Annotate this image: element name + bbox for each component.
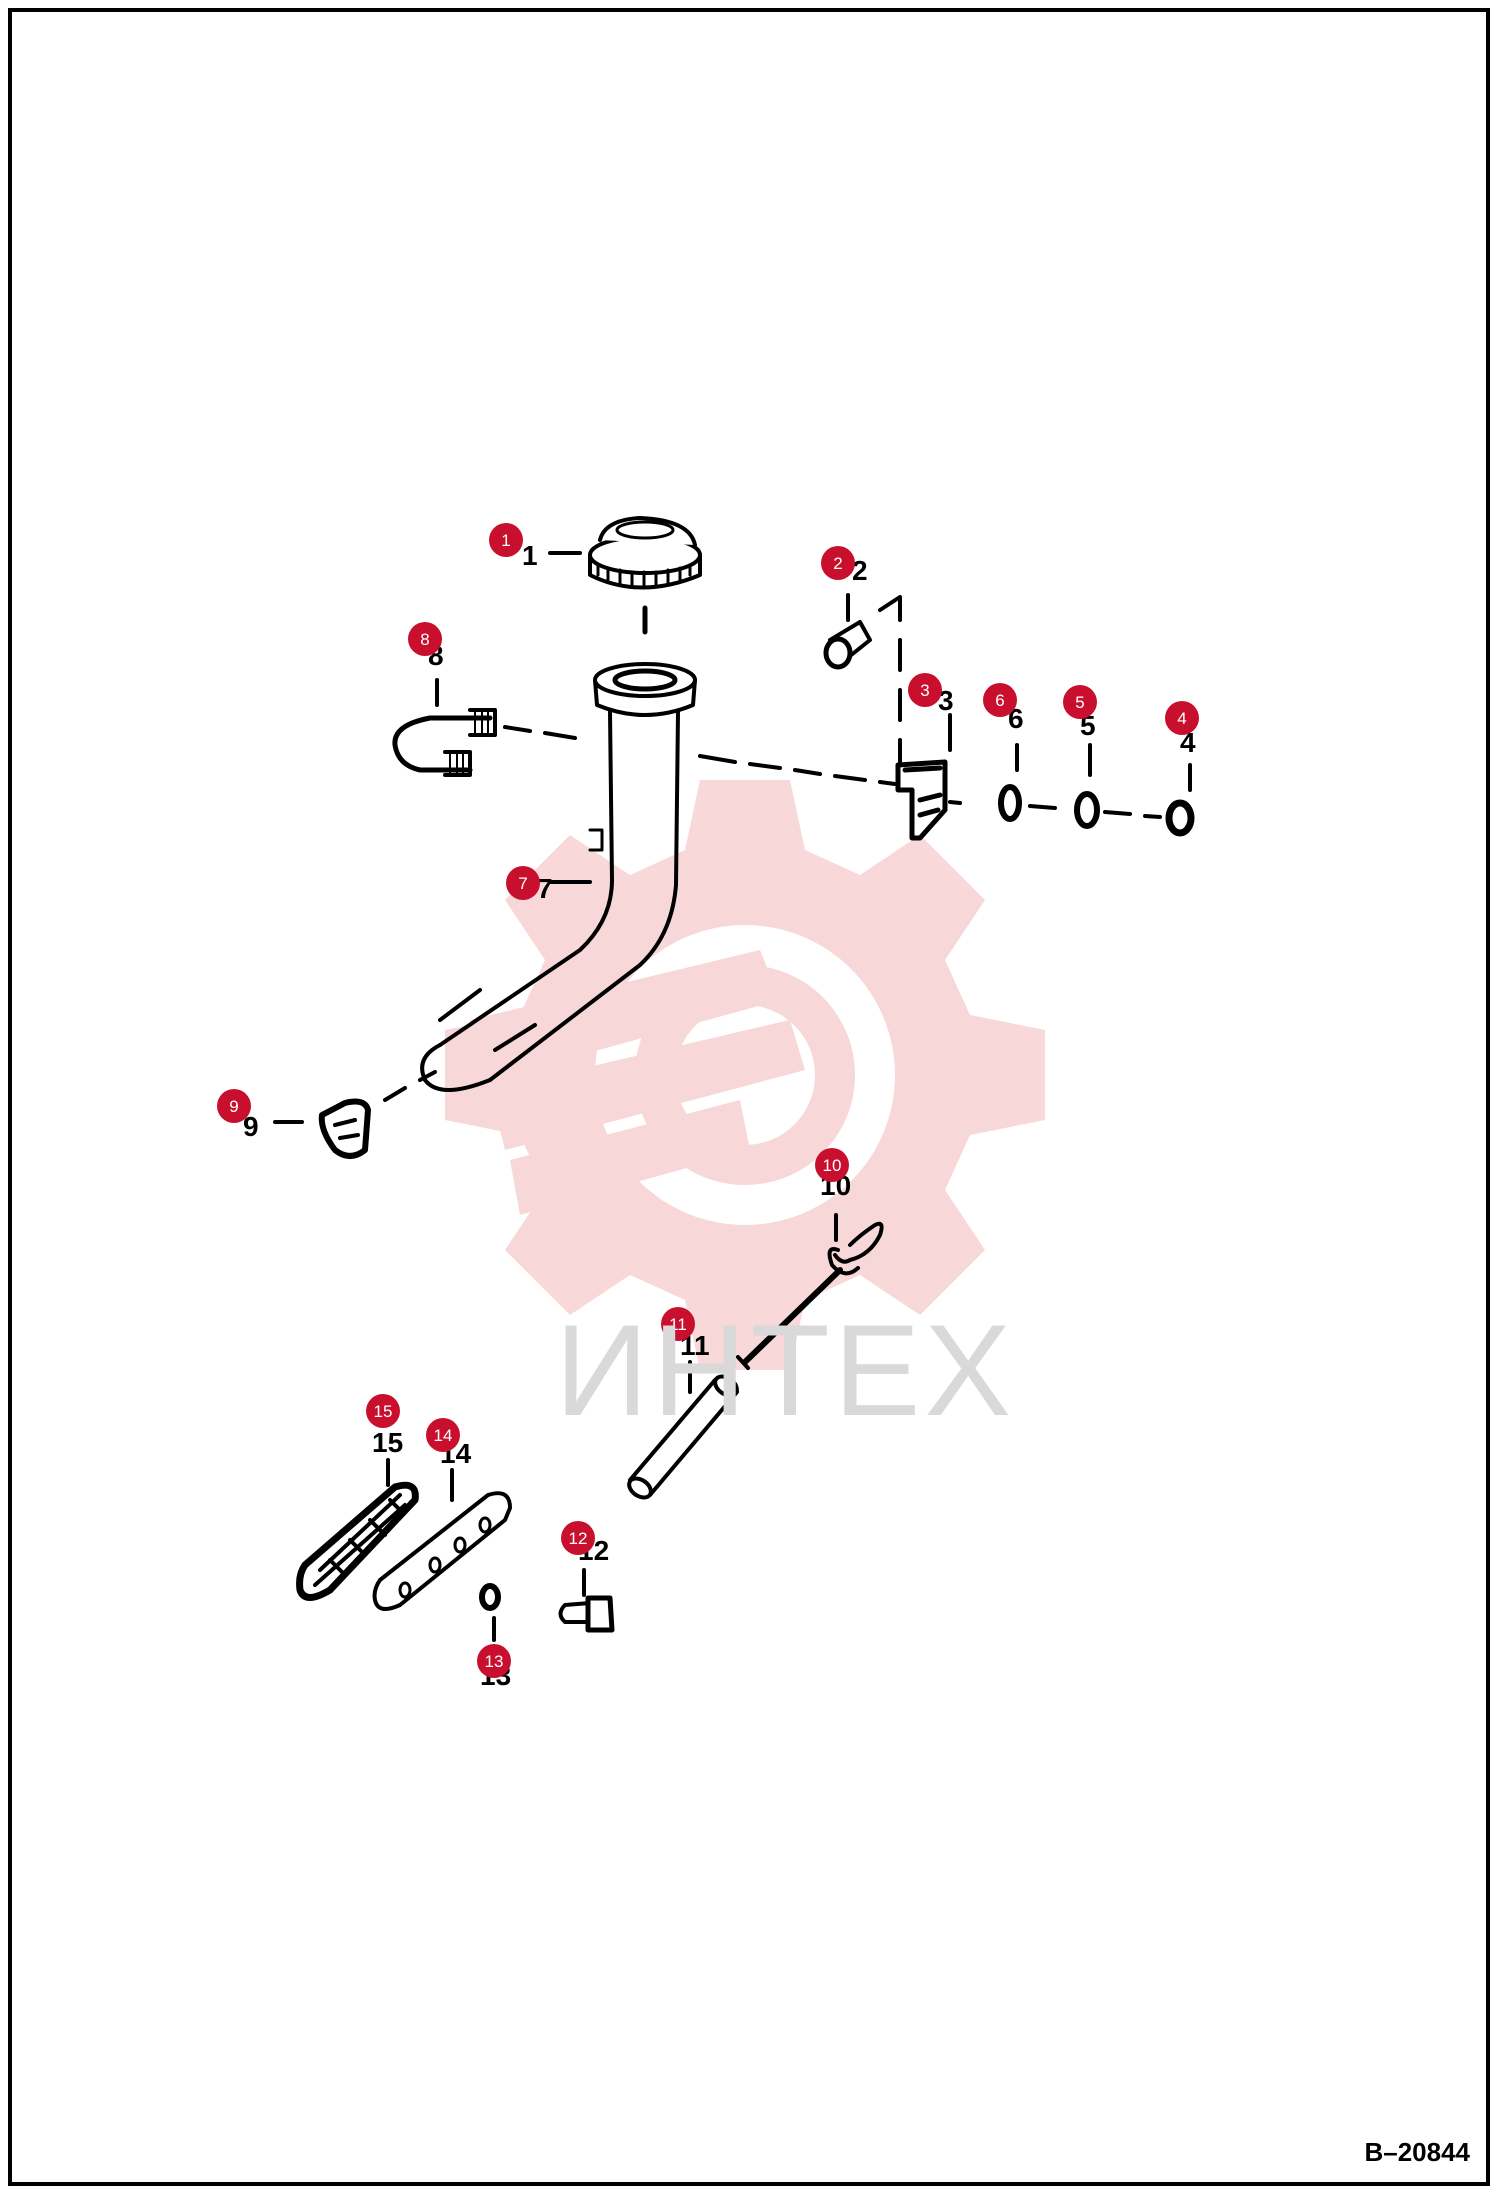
hotspot-badges[interactable]: 1 2 3 4 5 6 7 8 9 10 11 12 13 14 15 (217, 523, 1199, 1678)
hotspot-13[interactable]: 13 (477, 1644, 511, 1678)
callout-number-7: 7 (537, 873, 553, 904)
hotspot-6-text: 6 (995, 691, 1004, 710)
hotspot-13-text: 13 (485, 1652, 504, 1671)
part-1-cap (588, 516, 702, 590)
hotspot-9-text: 9 (229, 1097, 238, 1116)
callout-number-3: 3 (938, 685, 954, 716)
hotspot-10-text: 10 (823, 1156, 842, 1175)
hotspot-11-text: 11 (669, 1315, 687, 1334)
hotspot-10[interactable]: 10 (815, 1148, 849, 1182)
part-13-washer (479, 1583, 501, 1611)
hotspot-15-text: 15 (374, 1402, 393, 1421)
callout-number-15: 15 (372, 1427, 403, 1458)
hotspot-12[interactable]: 12 (561, 1521, 595, 1555)
hotspot-3[interactable]: 3 (908, 673, 942, 707)
callout-number-1: 1 (522, 540, 538, 571)
part-11-tube (627, 1374, 739, 1500)
hotspot-1[interactable]: 1 (489, 523, 523, 557)
hotspot-12-text: 12 (569, 1529, 588, 1548)
hotspot-7-text: 7 (518, 874, 527, 893)
hotspot-8-text: 8 (420, 630, 429, 649)
part-4-nut (1165, 799, 1195, 837)
part-12-bolt (558, 1595, 615, 1633)
hotspot-8[interactable]: 8 (408, 622, 442, 656)
watermark-gear-icon (445, 780, 1045, 1370)
watermark-text: ИНТЕХ (555, 1297, 1016, 1443)
hotspot-3-text: 3 (920, 681, 929, 700)
hotspot-14[interactable]: 14 (426, 1418, 460, 1452)
hotspot-4[interactable]: 4 (1165, 701, 1199, 735)
hotspot-14-text: 14 (434, 1426, 453, 1445)
callout-number-2: 2 (852, 555, 868, 586)
hotspot-5[interactable]: 5 (1063, 685, 1097, 719)
hotspot-4-text: 4 (1177, 709, 1186, 728)
part-6-washer (998, 784, 1022, 822)
part-3-bracket (895, 759, 948, 841)
hotspot-11[interactable]: 11 (661, 1307, 695, 1341)
hotspot-7[interactable]: 7 (506, 866, 540, 900)
hotspot-9[interactable]: 9 (217, 1089, 251, 1123)
part-14-plate (372, 1491, 512, 1611)
callout-number-9: 9 (243, 1111, 259, 1142)
hotspot-2-text: 2 (833, 554, 842, 573)
hotspot-6[interactable]: 6 (983, 683, 1017, 717)
part-8-u-bolt (392, 708, 497, 777)
part-9-strainer (318, 1098, 371, 1159)
hotspot-5-text: 5 (1075, 693, 1084, 712)
part-7-filler-neck (420, 662, 697, 1092)
part-10-dipstick (736, 1221, 884, 1370)
part-5-lock-washer (1074, 791, 1100, 829)
hotspot-2[interactable]: 2 (821, 546, 855, 580)
part-2-bolt (823, 620, 872, 670)
part-15-gasket (296, 1481, 419, 1601)
hotspot-1-text: 1 (501, 531, 510, 550)
drawing-number: B–20844 (1364, 2137, 1470, 2167)
hotspot-15[interactable]: 15 (366, 1394, 400, 1428)
